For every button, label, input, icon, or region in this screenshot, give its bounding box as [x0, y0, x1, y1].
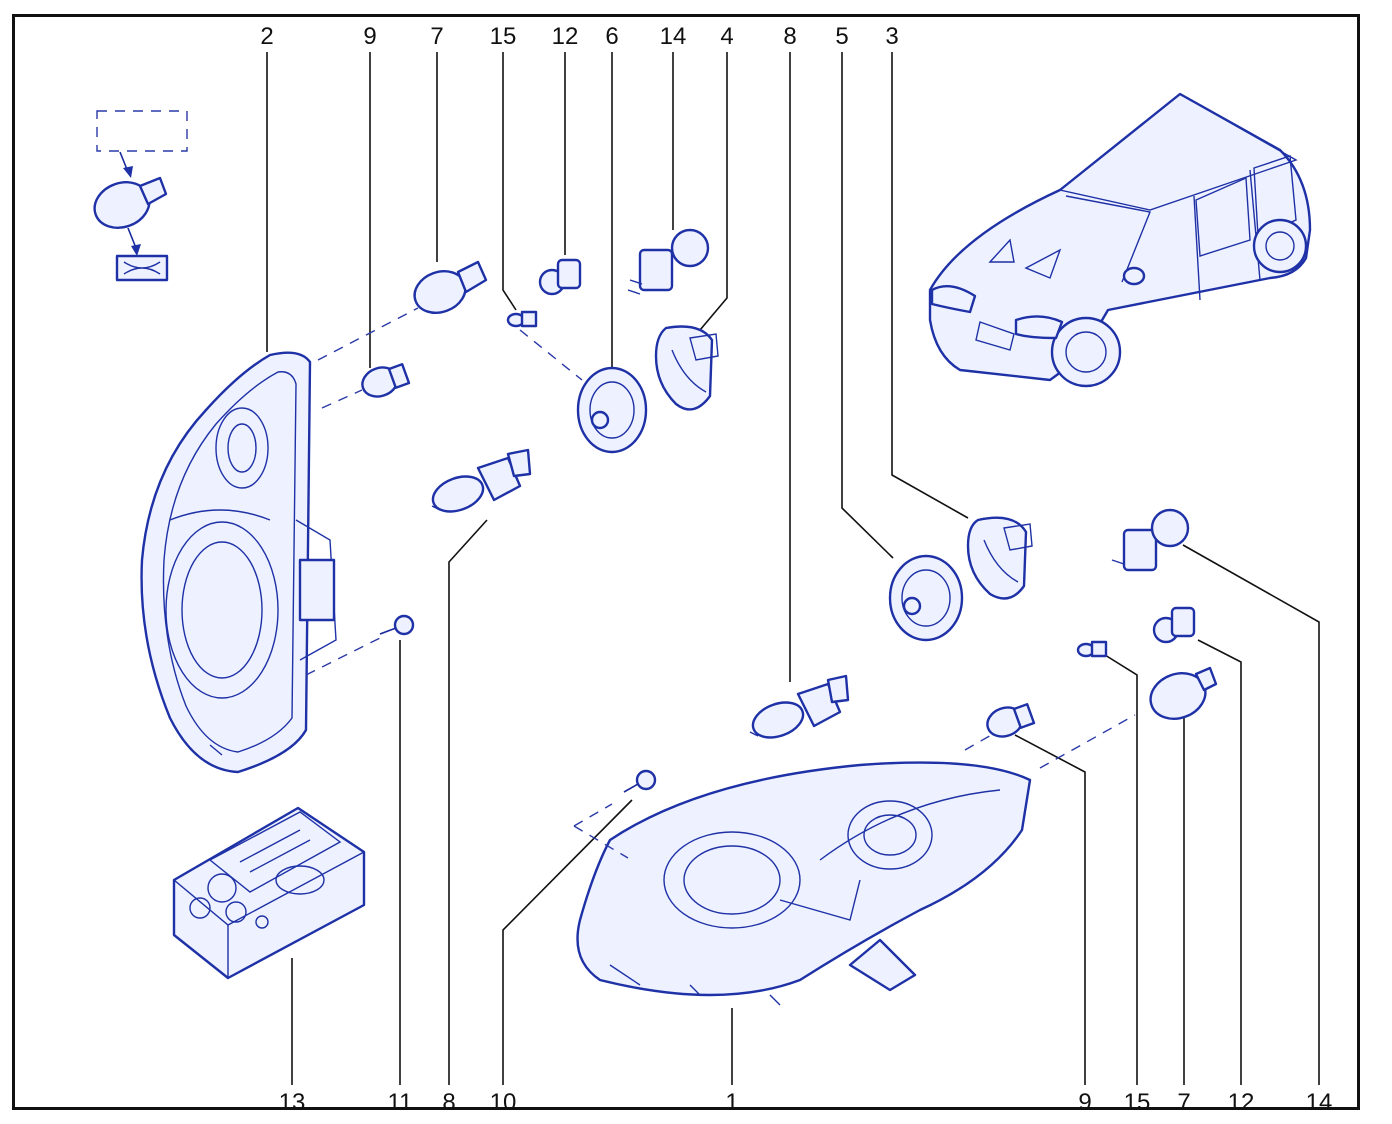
diagram-frame — [12, 14, 1360, 1110]
legend-badge-icon — [115, 254, 169, 282]
legend-bulb-icon — [93, 176, 168, 229]
cap-5-right — [888, 554, 964, 642]
callout-14: 14 — [660, 23, 687, 50]
socket-12-right — [1152, 606, 1196, 644]
callout-8-bottom: 8 — [442, 1089, 455, 1116]
callout-7-bottom: 7 — [1177, 1089, 1190, 1116]
bulb-9-left — [361, 363, 411, 398]
bulb-7-right — [1149, 666, 1218, 720]
callout-2: 2 — [260, 23, 273, 50]
screw-10 — [623, 769, 657, 793]
callout-9: 9 — [363, 23, 376, 50]
bulb-15-left — [506, 310, 538, 328]
callout-7: 7 — [430, 23, 443, 50]
leader-lines-bottom — [291, 519, 1320, 1085]
assembly-line-11 — [305, 637, 381, 676]
callout-8-top: 8 — [783, 23, 796, 50]
assembly-line-9 — [321, 389, 363, 409]
right-headlamp-unit — [576, 761, 1032, 1006]
bulb-15-right — [1076, 640, 1108, 658]
callout-13: 13 — [279, 1089, 306, 1116]
halogen-bulb-8-left — [431, 448, 532, 513]
callout-14-bottom: 14 — [1306, 1089, 1333, 1116]
legend-bulb-group — [93, 110, 188, 282]
bulb-7-left — [413, 260, 488, 314]
cap-6-left — [576, 366, 648, 454]
callout-4: 4 — [720, 23, 733, 50]
legend-dashed-box — [96, 110, 188, 152]
assembly-line-7-right — [1039, 714, 1136, 769]
halogen-bulb-8-right — [749, 674, 850, 739]
callout-11: 11 — [388, 1089, 413, 1116]
callout-9-bottom: 9 — [1078, 1089, 1091, 1116]
left-headlamp-unit — [140, 351, 337, 774]
callout-5: 5 — [835, 23, 848, 50]
bulb-14-left — [627, 228, 710, 295]
callout-12: 12 — [552, 23, 579, 50]
callout-10: 10 — [490, 1089, 517, 1116]
leader-lines-top — [266, 52, 969, 682]
callout-3: 3 — [885, 23, 898, 50]
screw-11 — [379, 614, 415, 636]
socket-12-left — [538, 258, 582, 296]
assembly-line-9-right — [964, 729, 1001, 751]
bulb-kit-box — [172, 806, 366, 980]
assembly-line-7 — [317, 307, 419, 361]
bulb-14-right — [1111, 508, 1190, 572]
cover-4-left — [654, 325, 719, 411]
callout-1: 1 — [725, 1089, 738, 1116]
callout-15: 15 — [490, 23, 517, 50]
assembly-line-6 — [519, 329, 583, 381]
assembly-line-10 — [573, 803, 613, 827]
cover-3-right — [966, 516, 1033, 600]
callout-6: 6 — [605, 23, 618, 50]
bulb-9-right — [986, 703, 1036, 738]
callout-12-bottom: 12 — [1228, 1089, 1255, 1116]
callout-15-bottom: 15 — [1124, 1089, 1151, 1116]
car-illustration — [928, 92, 1312, 388]
